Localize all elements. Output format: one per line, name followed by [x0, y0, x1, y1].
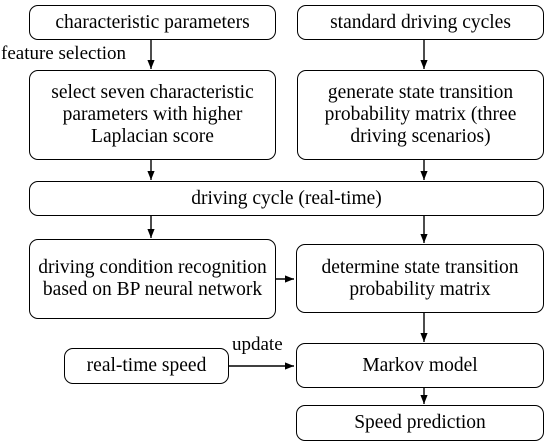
speed-prediction-label: Speed prediction [354, 412, 486, 433]
markov-model-label: Markov model [362, 354, 478, 376]
select-parameters-box: select seven characteristic parameters w… [29, 70, 276, 160]
select-parameters-label: select seven characteristic parameters w… [51, 82, 254, 147]
update-label: update [232, 334, 283, 355]
real-time-speed-label: real-time speed [86, 355, 207, 376]
real-time-speed-box: real-time speed [64, 348, 229, 384]
determine-matrix-label: determine state transition probability m… [321, 256, 519, 300]
generate-matrix-box: generate state transition probability ma… [297, 70, 544, 160]
generate-matrix-label: generate state transition probability ma… [324, 82, 517, 147]
condition-recognition-box: driving condition recognition based on B… [29, 239, 276, 319]
characteristic-parameters-box: characteristic parameters [29, 5, 276, 40]
standard-driving-cycles-box: standard driving cycles [297, 5, 544, 40]
speed-prediction-box: Speed prediction [296, 405, 544, 441]
driving-cycle-label: driving cycle (real-time) [191, 187, 382, 209]
markov-model-box: Markov model [296, 343, 544, 388]
driving-cycle-box: driving cycle (real-time) [29, 181, 544, 216]
standard-driving-cycles-label: standard driving cycles [330, 11, 511, 33]
feature-selection-label: feature selection [1, 43, 127, 64]
determine-matrix-box: determine state transition probability m… [296, 244, 544, 313]
condition-recognition-label: driving condition recognition based on B… [38, 257, 267, 300]
characteristic-parameters-label: characteristic parameters [55, 11, 250, 33]
